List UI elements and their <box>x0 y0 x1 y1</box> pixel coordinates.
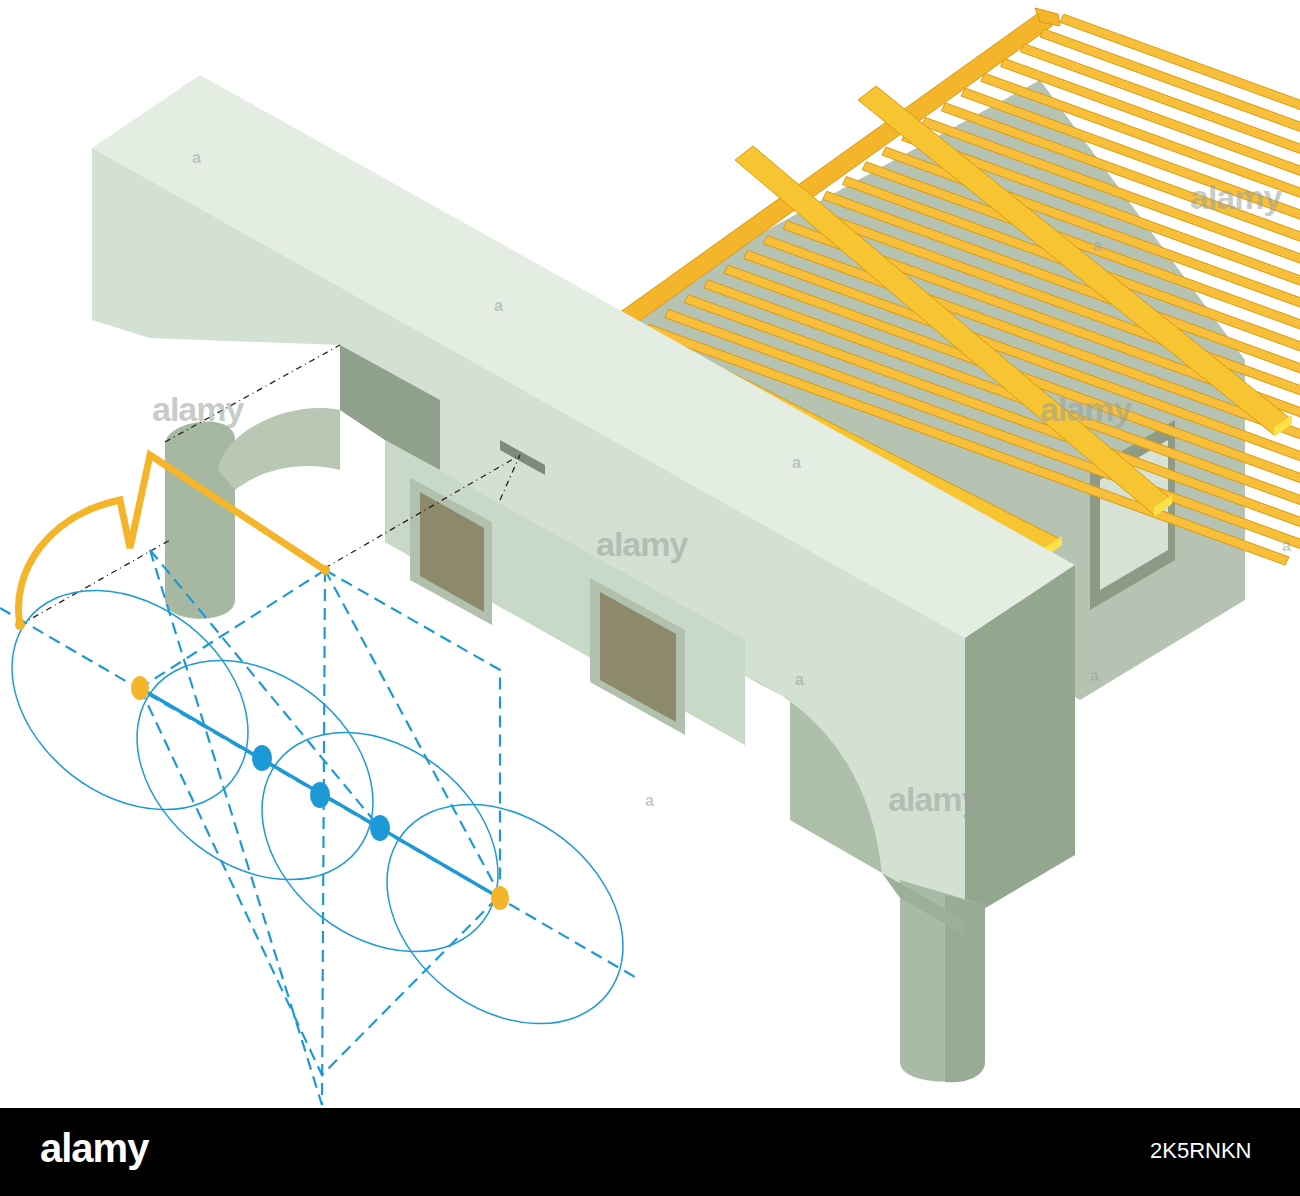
window <box>600 592 676 722</box>
watermark: alamy <box>152 392 243 426</box>
watermark: alamy <box>1190 180 1281 214</box>
watermark-mark: a <box>192 150 201 166</box>
watermark-mark: a <box>1282 538 1291 554</box>
image-id: 2K5RNKN <box>1150 1140 1251 1162</box>
wall-front <box>385 440 745 745</box>
watermark: alamy <box>596 527 687 561</box>
opening <box>340 345 440 470</box>
roof-slat <box>1060 14 1300 255</box>
roof-slat <box>1040 29 1300 270</box>
stock-bar <box>0 1108 1300 1196</box>
window-frame <box>410 478 492 625</box>
watermark-mark: a <box>792 455 801 471</box>
profile-end <box>320 565 330 575</box>
watermark: alamy <box>888 782 979 816</box>
window-frame <box>590 578 685 735</box>
beam-end <box>965 565 1075 920</box>
watermark-mark: a <box>1093 238 1102 254</box>
watermark-mark: a <box>494 298 503 314</box>
watermark-mark: a <box>1090 668 1099 684</box>
construction-points <box>131 676 509 910</box>
beam-front <box>92 148 965 920</box>
stock-logo: alamy <box>40 1128 148 1168</box>
slot <box>500 440 545 475</box>
beam-underside <box>882 873 965 935</box>
profile-line <box>18 455 325 625</box>
watermark: alamy <box>1040 392 1131 426</box>
projection-lines <box>20 345 520 625</box>
watermark-mark: a <box>795 672 804 688</box>
window <box>420 492 484 612</box>
watermark-mark: a <box>645 793 654 809</box>
left-pillar <box>165 421 235 618</box>
profile-end <box>15 620 25 630</box>
arch-shadow <box>745 676 882 873</box>
geometry-construction <box>0 545 666 1105</box>
